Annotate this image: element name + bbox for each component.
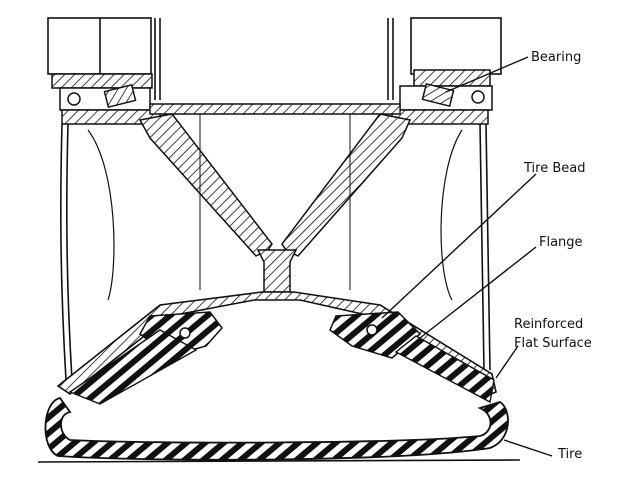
bead-wire-icon — [366, 324, 378, 336]
bearing-roller-icon — [421, 82, 455, 108]
ground-line — [37, 459, 521, 463]
leader-lines — [381, 56, 553, 457]
bead-wire-icon — [179, 327, 191, 339]
tire-leader — [503, 439, 553, 457]
right-shaft-block — [410, 17, 502, 75]
flange-leader — [419, 246, 537, 339]
bearing-ball-icon — [471, 90, 485, 104]
hub-stem — [256, 249, 298, 293]
bearing-ball-icon — [67, 92, 81, 106]
outer-walls — [60, 114, 491, 381]
tire-carcass — [44, 396, 509, 461]
reinforced-label-line1: Reinforced — [514, 317, 583, 332]
tire-bead-label: Tire Bead — [523, 161, 585, 176]
reinforced-surface-leader — [495, 345, 519, 379]
reinforced-label-line2: Flat Surface — [514, 336, 592, 351]
tire-bead-leader — [381, 173, 537, 319]
tire-sidewall — [68, 329, 495, 405]
right-tire-bead — [329, 311, 422, 359]
wheel-spokes — [138, 113, 412, 293]
flange-label: Flange — [539, 235, 583, 250]
left-bearing-assembly — [51, 73, 161, 125]
top-plate — [149, 103, 401, 115]
bearing-roller-icon — [103, 83, 137, 109]
bearing-leader — [445, 56, 529, 93]
tire-label: Tire — [557, 447, 582, 462]
bearing-label: Bearing — [531, 50, 581, 65]
